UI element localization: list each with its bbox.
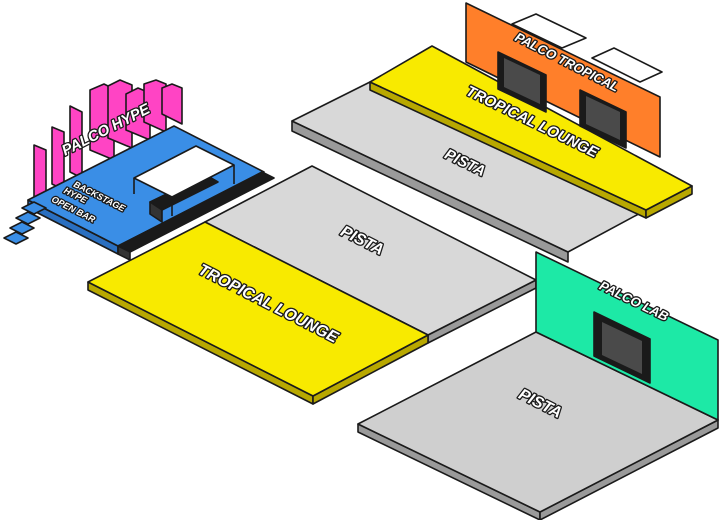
lab-booth-inner (602, 322, 642, 374)
hype-platform-side (149, 201, 163, 223)
hype-barrier-front (117, 245, 131, 261)
lounge-top-floor (369, 45, 693, 211)
palco-hype-stage: PALCO HYPE BACKSTAGE HYPE OPEN BAR (3, 79, 275, 261)
hype-stairs (3, 201, 47, 245)
middle-floor-area: TROPICAL LOUNGE PISTA (87, 165, 537, 405)
tropical-booth-right-inner (586, 96, 620, 140)
tropical-booth-left-roof (511, 13, 587, 49)
tropical-booth-right-roof (591, 47, 663, 83)
hype-pink-bars (33, 79, 183, 209)
lounge-left-floor (87, 221, 429, 397)
tropical-booth-left-inner (504, 58, 540, 104)
